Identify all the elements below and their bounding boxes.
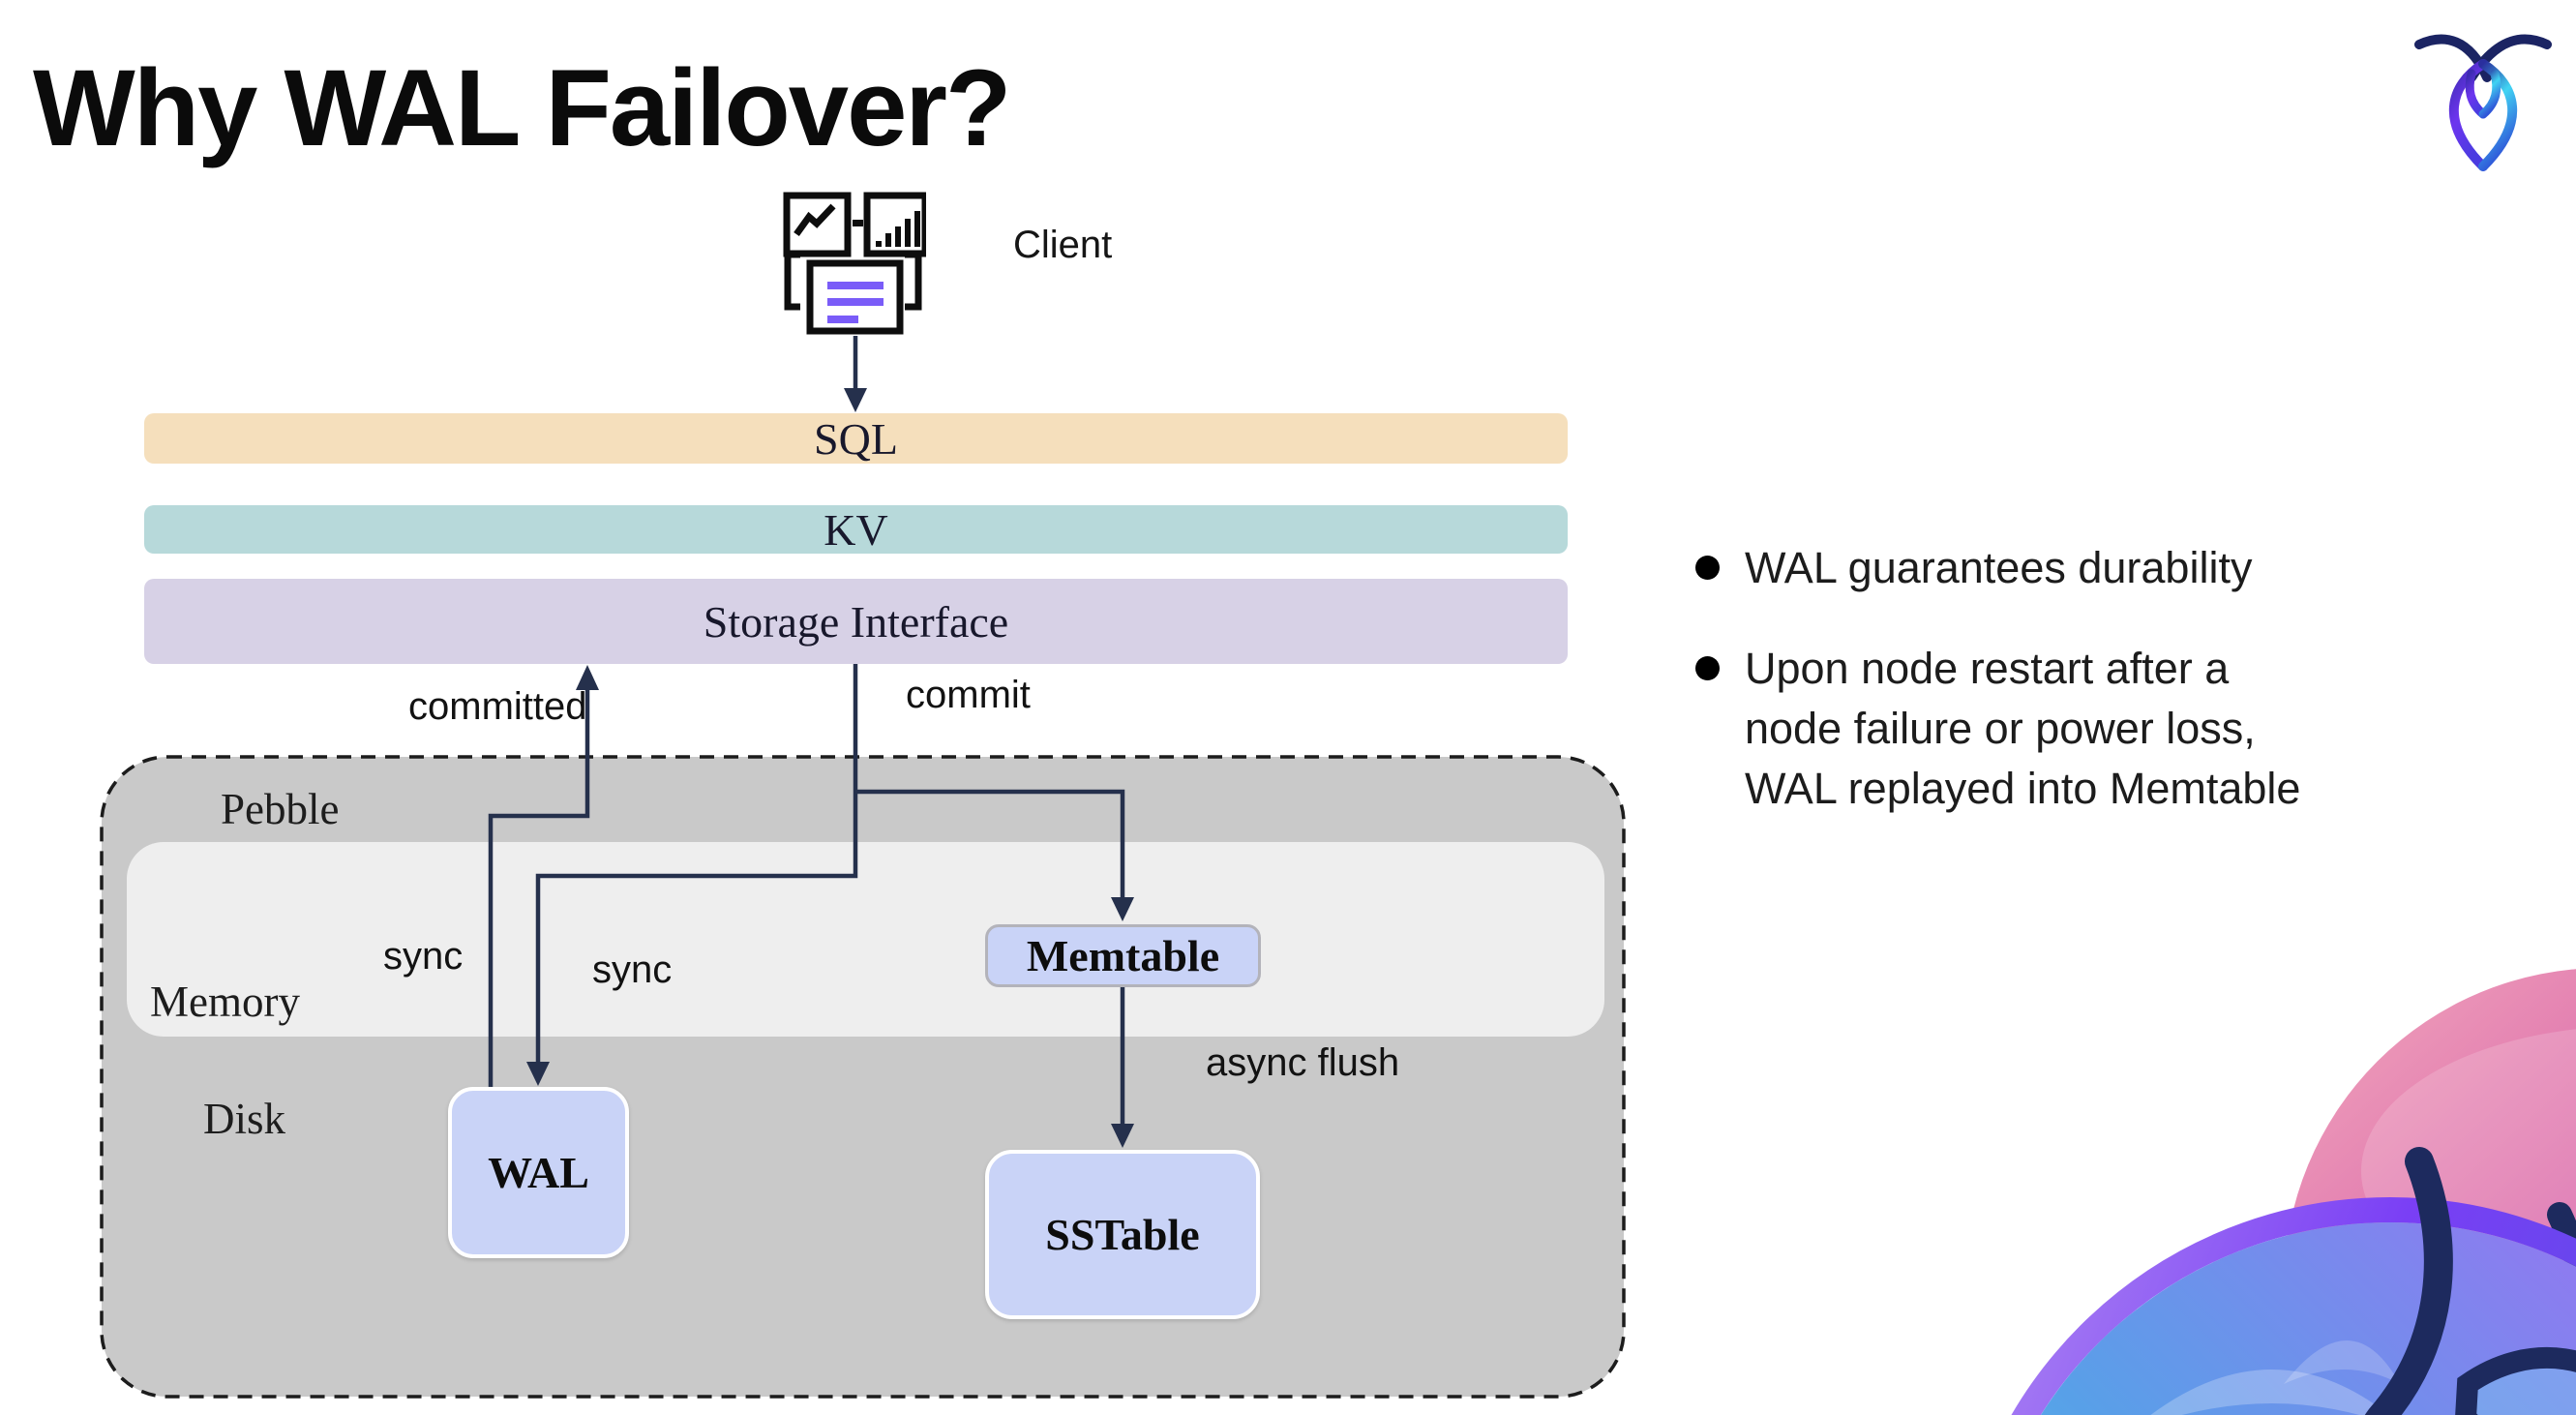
client-label: Client (1013, 224, 1113, 266)
arrowheads (526, 388, 1134, 1148)
client-icon (783, 192, 926, 335)
bracket-right-icon (905, 251, 922, 311)
node-memtable-label: Memtable (1026, 931, 1220, 980)
brand-art (2011, 969, 2576, 1415)
layer-kv: KV (144, 504, 1568, 555)
list-item: Upon node restart after a node failure o… (1695, 639, 2470, 819)
node-wal-label: WAL (488, 1148, 589, 1197)
list-item: WAL guarantees durability (1695, 538, 2470, 598)
layer-sql-label: SQL (814, 413, 898, 464)
layer-storage-label: Storage Interface (703, 596, 1009, 647)
page-title: Why WAL Failover? (33, 47, 1011, 168)
arrow-commit-to-memtable (855, 789, 1125, 897)
layer-storage-interface: Storage Interface (144, 579, 1568, 664)
layer-kv-label: KV (824, 504, 888, 555)
bullet-dot-icon (1695, 656, 1720, 680)
bullet-text: Upon node restart after a node failure o… (1745, 644, 2301, 813)
bullet-dot-icon (1695, 556, 1720, 580)
memory-band (127, 842, 1604, 1037)
bullet-list: WAL guarantees durability Upon node rest… (1695, 538, 2470, 819)
bullet-text: WAL guarantees durability (1745, 543, 2253, 592)
bracket-left-icon (784, 251, 800, 311)
document-text-lines (827, 282, 884, 323)
edge-label-sync-left: sync (383, 935, 464, 978)
node-wal: WAL (448, 1087, 629, 1258)
memory-label: Memory (150, 978, 300, 1026)
edge-label-committed: committed (408, 685, 587, 728)
node-memtable: Memtable (985, 924, 1261, 987)
pebble-label: Pebble (221, 785, 340, 833)
edge-label-sync-right: sync (592, 948, 673, 991)
node-sstable-label: SSTable (1045, 1210, 1200, 1259)
edge-label-commit: commit (906, 674, 1031, 716)
node-sstable: SSTable (985, 1150, 1260, 1319)
arrow-committed (488, 690, 590, 1087)
disk-label: Disk (203, 1095, 286, 1143)
cockroachdb-logo-icon (2414, 34, 2552, 171)
edge-label-async-flush: async flush (1206, 1041, 1400, 1084)
layer-sql: SQL (144, 413, 1568, 464)
